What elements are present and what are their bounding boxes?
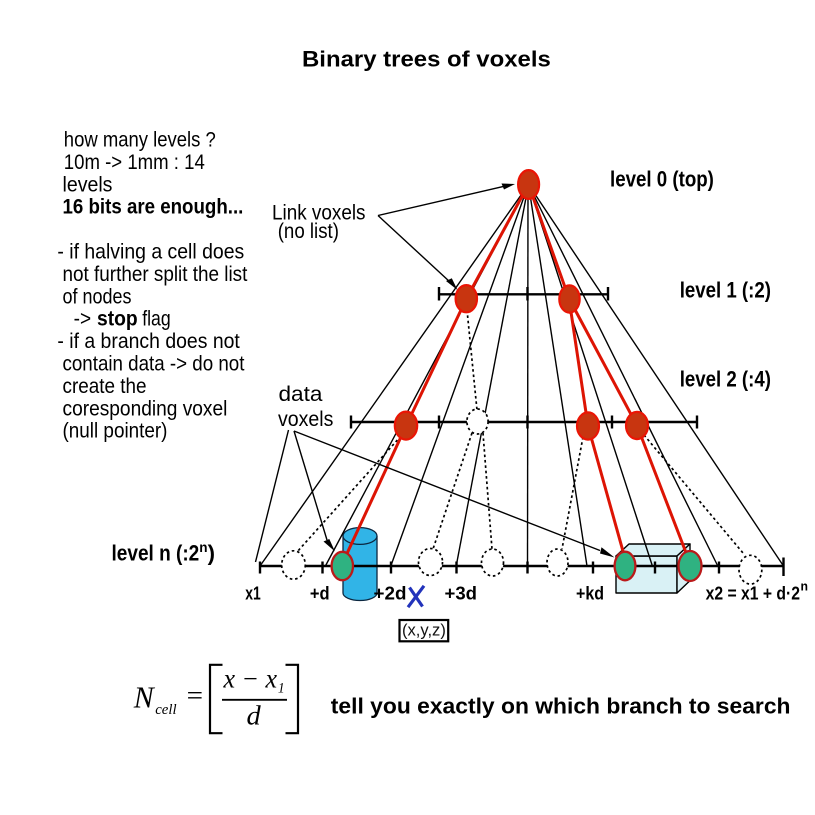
svg-text:Binary trees of voxels: Binary trees of voxels <box>302 47 551 72</box>
svg-text:+2d: +2d <box>374 583 407 604</box>
svg-text:+kd: +kd <box>576 582 604 603</box>
svg-text:how many levels ?: how many levels ? <box>64 128 216 151</box>
svg-text:stop: stop <box>97 308 138 331</box>
svg-text:data: data <box>279 382 324 406</box>
svg-text:(x,y,z): (x,y,z) <box>402 621 446 640</box>
svg-text:- if halving a cell does: - if halving a cell does <box>57 241 244 264</box>
svg-text:create the: create the <box>63 375 147 398</box>
svg-text:levels: levels <box>63 174 113 197</box>
svg-text:Link voxels: Link voxels <box>272 201 366 224</box>
svg-text:): ) <box>208 541 215 566</box>
svg-text:n: n <box>801 579 808 593</box>
svg-text:of nodes: of nodes <box>63 285 132 309</box>
svg-text:+d: +d <box>310 583 330 604</box>
svg-text:voxels: voxels <box>278 408 333 431</box>
svg-text:flag: flag <box>142 307 170 331</box>
svg-text:x2 = x1 + d·2: x2 = x1 + d·2 <box>706 582 800 604</box>
svg-text:n: n <box>199 540 207 555</box>
svg-text:(no list): (no list) <box>278 220 339 243</box>
svg-text:(null pointer): (null pointer) <box>63 420 168 443</box>
svg-text:10m -> 1mm : 14: 10m -> 1mm : 14 <box>64 151 205 174</box>
svg-text:coresponding voxel: coresponding voxel <box>63 398 228 421</box>
svg-text:+3d: +3d <box>445 583 477 604</box>
svg-text:16 bits are enough...: 16 bits are enough... <box>63 196 244 219</box>
svg-text:d: d <box>247 700 261 730</box>
svg-text:x1: x1 <box>245 584 260 604</box>
svg-text:x − x: x − x <box>223 663 278 694</box>
svg-text:level 1 (:2): level 1 (:2) <box>680 279 771 303</box>
svg-text:level 0 (top): level 0 (top) <box>610 168 714 192</box>
svg-text:N: N <box>133 680 156 715</box>
svg-text:1: 1 <box>278 680 285 697</box>
svg-text:->: -> <box>74 308 91 331</box>
svg-text:not further split the list: not further split the list <box>63 263 248 286</box>
svg-text:- if a branch does not: - if a branch does not <box>57 330 240 353</box>
svg-text:tell you exactly on which bran: tell you exactly on which branch to sear… <box>331 694 791 719</box>
svg-text:level n (:2: level n (:2 <box>112 541 200 566</box>
svg-text:=: = <box>187 680 203 709</box>
svg-text:contain data -> do not: contain data -> do not <box>63 353 245 376</box>
svg-text:level 2 (:4): level 2 (:4) <box>680 368 771 392</box>
svg-text:cell: cell <box>155 702 176 718</box>
